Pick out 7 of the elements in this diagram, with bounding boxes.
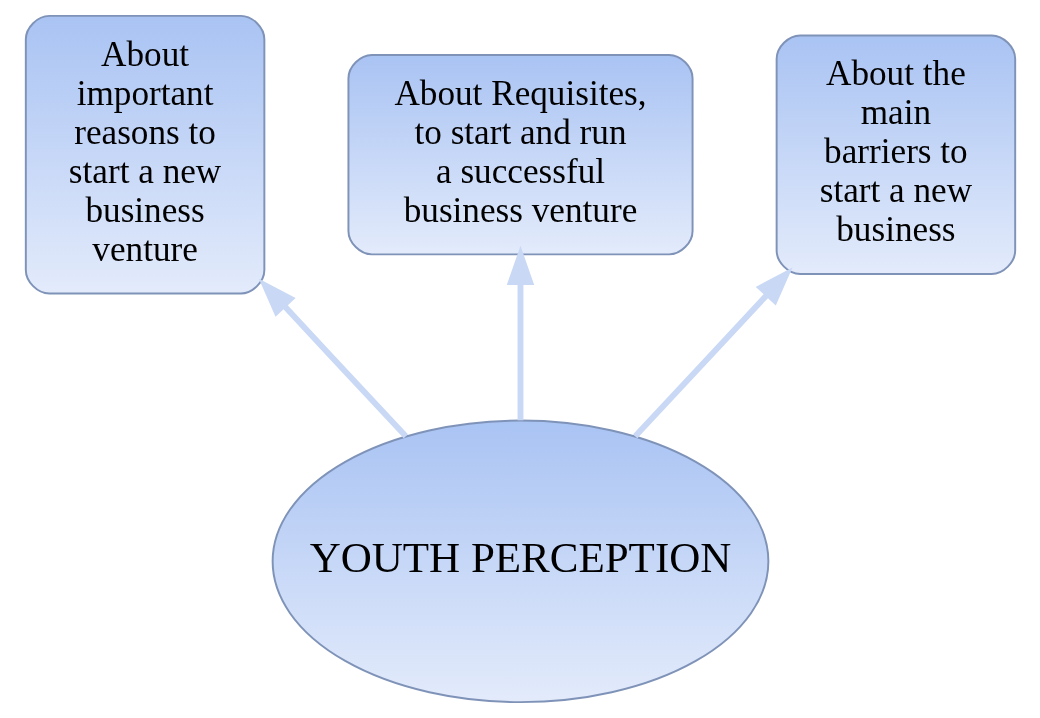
node-box: About the main barriers to start a new business: [775, 34, 1016, 275]
arrow: [632, 267, 792, 439]
node-box: About important reasons to start a new business venture: [24, 14, 265, 295]
arrow: [506, 245, 534, 421]
node-ellipse: YOUTH PERCEPTION: [271, 419, 769, 704]
node-box: About Requisites, to start and run a successful business venture: [346, 54, 694, 256]
arrow: [258, 278, 408, 439]
